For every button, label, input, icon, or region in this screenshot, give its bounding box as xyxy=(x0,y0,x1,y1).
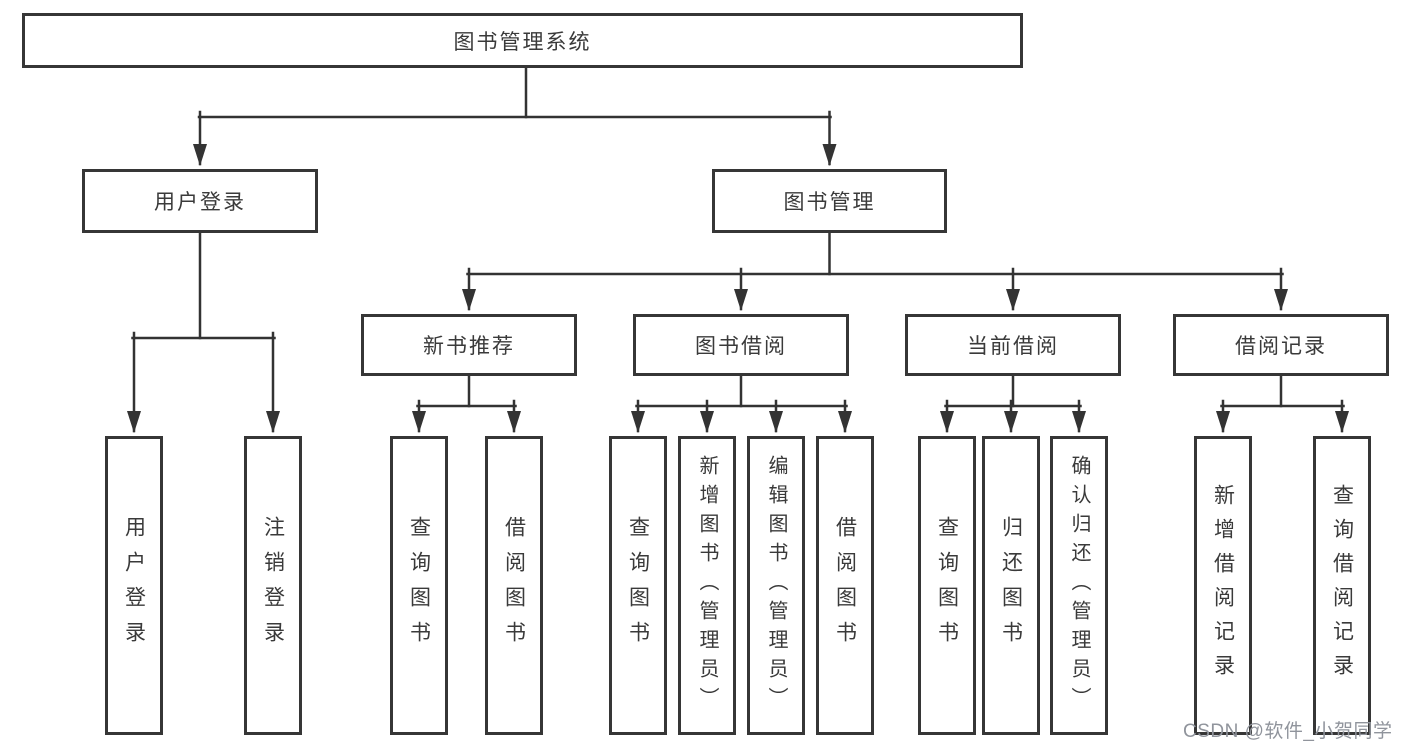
node-leaf-borrow-borrow-books: 借阅图书 xyxy=(816,436,874,735)
node-leaf-current-query-books: 查询图书 xyxy=(918,436,976,735)
node-leaf-borrow-edit-books: 编辑图书（管理员） xyxy=(747,436,805,735)
node-new-book-recommend-label: 新书推荐 xyxy=(423,335,515,358)
node-root-label: 图书管理系统 xyxy=(453,30,592,54)
node-leaf-records-add-record-label: 新增借阅记录 xyxy=(1211,483,1235,688)
node-user-login-label: 用户登录 xyxy=(154,191,246,214)
node-book-borrow-label: 图书借阅 xyxy=(695,335,787,358)
node-leaf-user-login-label: 用户登录 xyxy=(122,515,146,656)
node-book-management: 图书管理 xyxy=(712,169,947,233)
watermark-text: CSDN @软件_小贺同学 xyxy=(1183,721,1393,742)
node-leaf-recommend-borrow-books-label: 借阅图书 xyxy=(502,515,526,656)
node-leaf-recommend-query-books: 查询图书 xyxy=(390,436,448,735)
node-leaf-borrow-add-books-label: 新增图书（管理员） xyxy=(696,455,718,716)
node-leaf-current-return-books: 归还图书 xyxy=(982,436,1040,735)
node-book-management-label: 图书管理 xyxy=(783,191,876,214)
node-leaf-records-query-record: 查询借阅记录 xyxy=(1313,436,1371,735)
node-leaf-recommend-borrow-books: 借阅图书 xyxy=(485,436,543,735)
node-leaf-recommend-query-books-label: 查询图书 xyxy=(407,515,431,656)
node-leaf-borrow-edit-books-label: 编辑图书（管理员） xyxy=(765,455,787,716)
node-leaf-logout: 注销登录 xyxy=(244,436,302,735)
node-leaf-current-confirm-return: 确认归还（管理员） xyxy=(1050,436,1108,735)
node-leaf-logout-label: 注销登录 xyxy=(261,515,285,656)
node-user-login: 用户登录 xyxy=(82,169,318,233)
node-leaf-records-query-record-label: 查询借阅记录 xyxy=(1330,483,1354,688)
node-leaf-records-add-record: 新增借阅记录 xyxy=(1194,436,1252,735)
node-leaf-borrow-borrow-books-label: 借阅图书 xyxy=(833,515,857,656)
node-borrow-records: 借阅记录 xyxy=(1173,314,1389,376)
node-book-borrow: 图书借阅 xyxy=(633,314,849,376)
node-leaf-current-confirm-return-label: 确认归还（管理员） xyxy=(1068,455,1090,716)
node-leaf-borrow-query-books-label: 查询图书 xyxy=(626,515,650,656)
node-leaf-borrow-query-books: 查询图书 xyxy=(609,436,667,735)
node-borrow-records-label: 借阅记录 xyxy=(1235,335,1327,358)
node-root: 图书管理系统 xyxy=(22,13,1023,68)
node-leaf-borrow-add-books: 新增图书（管理员） xyxy=(678,436,736,735)
node-current-borrow: 当前借阅 xyxy=(905,314,1121,376)
node-leaf-user-login: 用户登录 xyxy=(105,436,163,735)
node-new-book-recommend: 新书推荐 xyxy=(361,314,577,376)
node-leaf-current-query-books-label: 查询图书 xyxy=(935,515,959,656)
node-current-borrow-label: 当前借阅 xyxy=(967,335,1059,358)
node-leaf-current-return-books-label: 归还图书 xyxy=(999,515,1023,656)
